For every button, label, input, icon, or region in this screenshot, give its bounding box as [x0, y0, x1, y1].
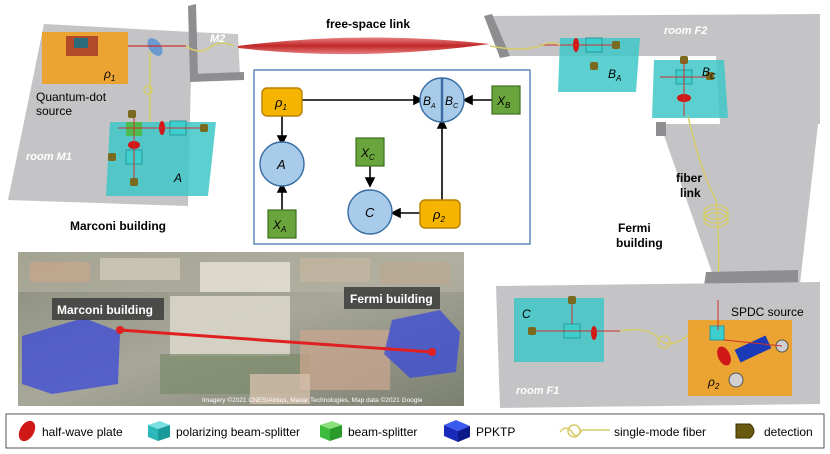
room-f1-wall [704, 270, 798, 286]
photo-fermi-tag [344, 287, 440, 309]
detector-c1 [568, 296, 576, 304]
detector-a3 [130, 178, 138, 186]
qd-source-label-2: source [36, 104, 72, 118]
marconi-building-label: Marconi building [70, 219, 166, 233]
qd-source-label-1: Quantum-dot [36, 90, 107, 104]
free-space-beam [238, 37, 490, 55]
party-a-label: A [276, 157, 286, 172]
fiber-m2 [185, 42, 235, 52]
room-m2-wall [188, 4, 198, 80]
rho2-node [419, 199, 461, 229]
party-c-label: C [365, 205, 375, 220]
room-f2-floor [484, 14, 820, 124]
room-f2-wall [484, 14, 510, 58]
photo-marconi-label: Marconi building [57, 303, 153, 317]
room-f2-label: room F2 [664, 25, 707, 37]
legend-frame [5, 413, 825, 449]
legend-label-ppktp: PPKTP [476, 425, 515, 439]
fiber-link-label-2: link [680, 186, 701, 200]
detector-ba2 [590, 62, 598, 70]
xb-node [491, 85, 521, 115]
fiber-link-label-1: fiber [676, 171, 702, 185]
xa-node [267, 209, 297, 239]
legend-label-hwp: half-wave plate [42, 425, 123, 439]
photo-fermi-label: Fermi building [350, 292, 433, 306]
photo-marconi-tag [52, 298, 164, 320]
marconi-building-highlight [22, 318, 120, 394]
fermi-building-label-1: Fermi [618, 221, 651, 235]
fermi-upper-group [484, 14, 820, 289]
detector-a4 [128, 110, 136, 118]
hwp-c [591, 326, 597, 340]
room-m2-wall-bottom [190, 72, 244, 82]
photo-link-end-a [116, 326, 124, 334]
room-m1-label: room M1 [26, 151, 72, 163]
single-mode-fiber-icon [559, 424, 610, 438]
detector-ba1 [612, 41, 620, 49]
legend-label-fiber: single-mode fiber [614, 425, 706, 439]
room-m2-label-2: M2 [210, 33, 225, 45]
table-ba [558, 38, 640, 92]
corridor-wall [656, 122, 666, 136]
beam-splitter-icon [320, 421, 342, 441]
room-f1-label: room F1 [516, 385, 559, 397]
fiber-f2 [489, 42, 561, 50]
photo-link-end-b [428, 348, 436, 356]
fiber-link-path [687, 115, 720, 289]
lens-icon [147, 38, 163, 56]
detector-a1 [200, 124, 208, 132]
room-f1-group [496, 270, 820, 408]
spdc-source-label: SPDC source [731, 305, 804, 319]
aerial-photo [18, 252, 464, 406]
legend-label-detection: detection [764, 425, 813, 439]
marconi-floor-group [8, 4, 244, 206]
free-space-link-label: free-space link [326, 17, 410, 31]
table-c-label: C [522, 307, 531, 321]
table-c [514, 298, 604, 362]
ppktp-icon [444, 420, 470, 442]
detector-c2 [528, 327, 536, 335]
mirror-spdc-1 [728, 372, 744, 388]
legend-label-pbs: polarizing beam-splitter [176, 425, 300, 439]
pbs-spdc [709, 325, 725, 341]
legend-label-bs: beam-splitter [348, 425, 417, 439]
party-c-node [347, 189, 393, 235]
rho1-node [261, 87, 303, 117]
fermi-building-label-2: building [616, 236, 663, 250]
fermi-building-highlight [384, 310, 460, 378]
room-m2-label-1: room [208, 15, 236, 27]
polarizing-beam-splitter-icon [148, 421, 170, 441]
fiber-spool [703, 204, 729, 228]
photo-credit: Imagery ©2021 CNES/Airbus, Maxar Technol… [202, 396, 423, 404]
network-edges [276, 94, 492, 219]
beam-spdc-2 [723, 339, 783, 347]
fiber-coil-f1 [657, 335, 671, 349]
table-a-label: A [173, 171, 182, 185]
fiber-coil-m1 [143, 85, 153, 95]
hwp-spdc [717, 346, 731, 366]
corridor-floor [660, 124, 818, 284]
table-bc [652, 60, 728, 118]
half-wave-plate-icon [18, 420, 36, 442]
detector-a2 [108, 153, 116, 161]
ppktp-crystal [734, 335, 772, 363]
detector-bc2 [706, 72, 714, 80]
qd-cryostat-top [74, 38, 88, 48]
photo-link-line [119, 328, 433, 354]
xc-node [355, 137, 385, 167]
detection-icon [735, 423, 755, 439]
party-a-node [259, 141, 305, 187]
